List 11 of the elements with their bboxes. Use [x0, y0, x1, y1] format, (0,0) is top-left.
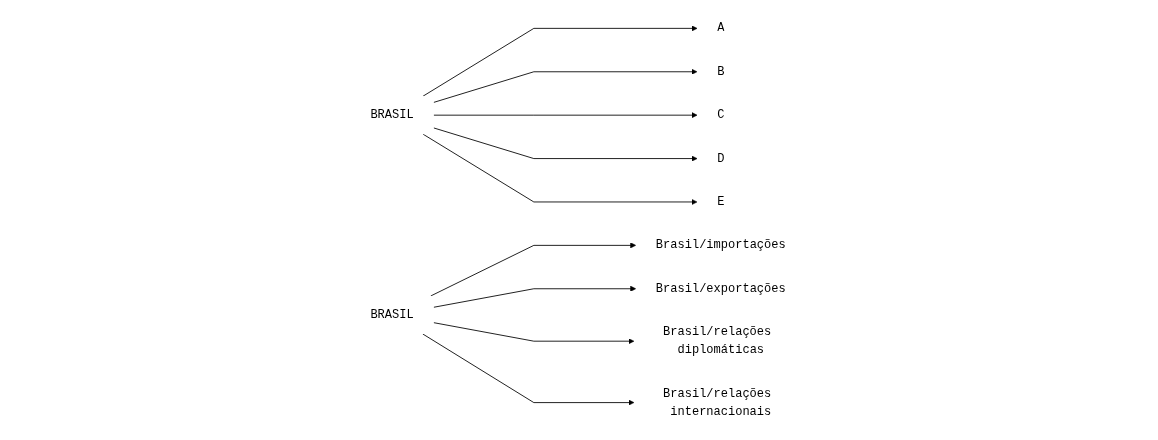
node-text: Brasil/exportações — [655, 281, 786, 296]
node-text: Brasil/relações diplomáticas — [663, 325, 772, 357]
node-text: E — [717, 194, 725, 209]
node-text: BRASIL — [370, 108, 414, 122]
node-text: B — [717, 64, 725, 79]
node-text: C — [717, 108, 725, 122]
node-text: BRASIL — [370, 307, 414, 322]
node-text: A — [717, 21, 725, 35]
node-text: D — [717, 151, 725, 165]
node-text: Brasil/importações — [655, 238, 786, 252]
node-text: Brasil/relações internacionais — [663, 386, 772, 418]
